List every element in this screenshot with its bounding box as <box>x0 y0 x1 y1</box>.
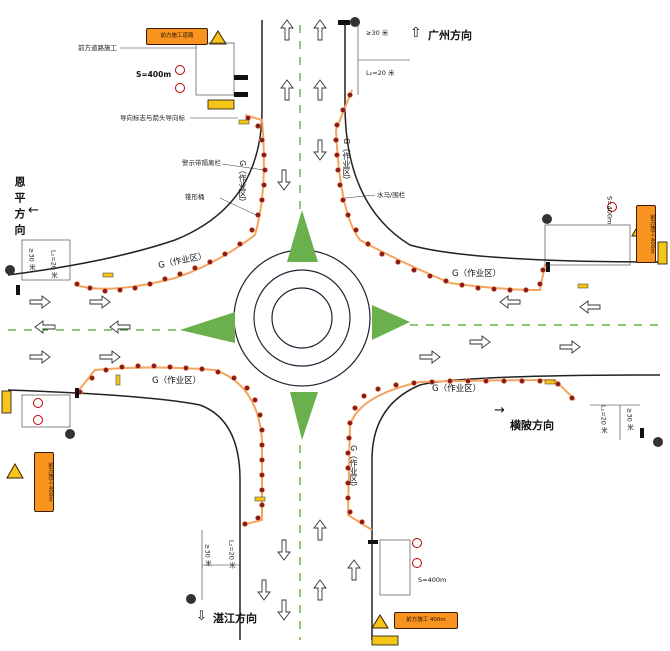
leader-lines <box>120 47 376 216</box>
road-edge-nw <box>7 20 263 276</box>
warning-triangles <box>6 30 649 629</box>
road-edge-sw <box>7 389 241 640</box>
round-signs <box>33 65 617 568</box>
direction-zhanjiang: 湛江方向 <box>213 612 257 625</box>
work-zone-fences <box>74 89 576 531</box>
sign-top: 前方施工道路 <box>146 28 208 45</box>
direction-guangzhou: 广州方向 <box>428 29 472 42</box>
label-dist-bottom-30: ≥30 米 <box>203 544 212 567</box>
label-pre-warning: 前方道路施工 <box>78 44 117 52</box>
label-cone: 锥形桶 <box>185 193 205 201</box>
work-zone-label-ne: G（作业区） <box>452 269 502 279</box>
arrow-right-icon: → <box>494 403 505 418</box>
road-edge-se <box>371 374 661 640</box>
label-water-barrier: 水马/围栏 <box>377 191 406 199</box>
work-zone-label-n-right: G（作业区） <box>342 138 351 185</box>
work-zone-label-s-right: G（作业区） <box>349 445 358 492</box>
barrier-blocks <box>16 20 644 544</box>
cones <box>74 92 575 527</box>
label-dist-left-20: L₂=20 米 <box>49 250 58 279</box>
lane-arrows <box>29 19 601 621</box>
direction-xinhui: 横陂方向 <box>510 419 554 432</box>
dimension-lines <box>21 25 640 600</box>
arrow-down-icon: ⇩ <box>196 609 207 624</box>
label-dist-left-30: ≥30 米 <box>27 248 36 271</box>
yellow-markers <box>102 119 589 502</box>
work-zone-label-n-left: G（作业区） <box>238 160 247 207</box>
label-guide-arrow: 导向标志与箭头导向标 <box>120 114 185 122</box>
label-tape-fence: 警示带隔离栏 <box>182 159 221 167</box>
arrow-left-icon: ← <box>28 203 39 218</box>
label-s400-bottom: S=400m <box>418 576 447 584</box>
work-zone-label-se: G（作业区） <box>432 384 482 394</box>
work-zone-label-sw: G（作业区） <box>152 376 202 386</box>
splitter-islands <box>180 210 410 440</box>
label-s400-right: S=400m <box>605 196 614 225</box>
center-lines <box>8 25 660 640</box>
chevron-boards <box>1 99 668 646</box>
sign-bottom: 前方施工 400m <box>394 612 458 629</box>
road-edge-ne <box>344 20 661 263</box>
wheel-signs <box>5 17 663 604</box>
sign-left: 前方施工 400m <box>34 452 54 512</box>
label-s400-top: S=400m <box>136 70 172 79</box>
roundabout <box>233 249 371 387</box>
label-dist-right-20: L₂=20 米 <box>599 405 608 434</box>
label-dist-right-30: ≥30 米 <box>625 408 634 431</box>
label-dist-bottom-20: L₂=20 米 <box>227 540 236 569</box>
label-dist-top-20: L₂=20 米 <box>366 69 395 77</box>
sign-right: 前方施工 400m <box>636 205 656 263</box>
label-dist-top-30: ≥30 米 <box>366 29 389 37</box>
direction-enping: 恩平方向 <box>13 176 26 240</box>
arrow-up-icon: ⇧ <box>410 25 422 41</box>
